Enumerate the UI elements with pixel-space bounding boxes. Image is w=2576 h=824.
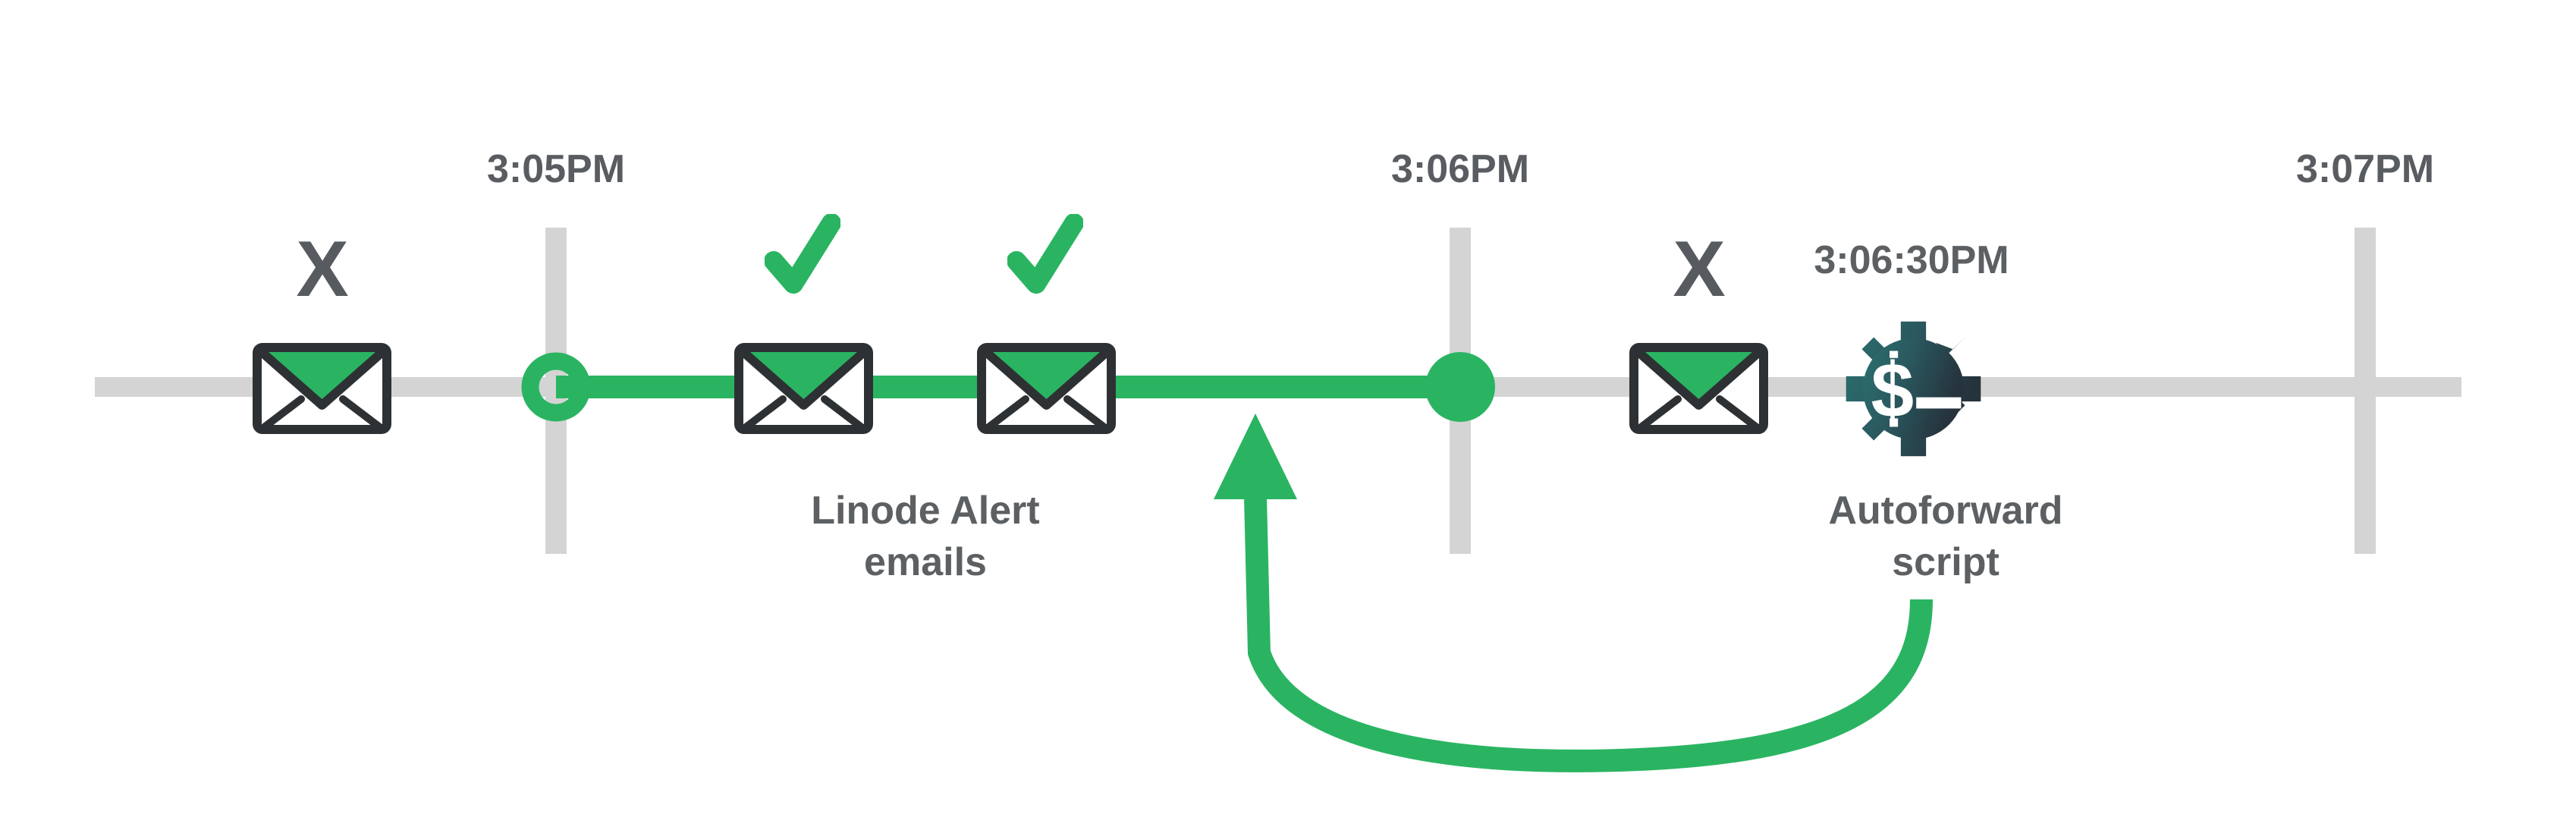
- event-email-4[interactable]: X: [1634, 225, 1764, 429]
- envelope-icon[interactable]: [739, 348, 869, 429]
- check-icon-email-3: [1016, 223, 1074, 284]
- caption-autoforward-line-2: script: [1892, 540, 2000, 584]
- tick-label-3-05pm: 3:05PM: [487, 147, 625, 191]
- caption-autoforward-line-1: Autoforward: [1828, 489, 2062, 533]
- timeline-nodes: [521, 352, 1495, 422]
- dot-marker-3-06pm[interactable]: [1425, 352, 1495, 422]
- tick-label-3-07pm: 3:07PM: [2296, 147, 2434, 191]
- caption-linode-alert-line-1: Linode Alert: [811, 489, 1039, 533]
- caption-linode-alert: Linode Alert emails: [811, 489, 1039, 584]
- envelope-icon[interactable]: [1634, 348, 1764, 429]
- event-email-3[interactable]: [982, 223, 1111, 429]
- tick-label-3-06pm: 3:06PM: [1391, 147, 1529, 191]
- tick-mark-3-07pm: [2355, 228, 2376, 554]
- gear-dollar-icon[interactable]: [1846, 321, 1981, 457]
- envelope-icon[interactable]: [982, 348, 1111, 429]
- feedback-arrow-curve: [1244, 496, 1933, 772]
- event-autoforward-script[interactable]: 3:06:30PM: [1814, 238, 2009, 457]
- check-icon-email-2: [774, 223, 831, 284]
- x-icon-email-1: X: [296, 225, 348, 313]
- event-email-2[interactable]: [739, 223, 869, 429]
- tick-labels: 3:05PM 3:06PM 3:07PM: [487, 147, 2434, 191]
- ring-marker-3-05pm[interactable]: [521, 352, 591, 422]
- x-icon-email-4: X: [1673, 225, 1725, 313]
- annotation-script-time: 3:06:30PM: [1814, 238, 2009, 282]
- envelope-icon[interactable]: [257, 348, 387, 429]
- feedback-arrow-head: [1214, 414, 1297, 499]
- feedback-arrow: [1214, 414, 1933, 772]
- caption-linode-alert-line-2: emails: [864, 540, 987, 584]
- caption-autoforward-script: Autoforward script: [1828, 489, 2062, 584]
- event-email-1[interactable]: X: [257, 225, 387, 429]
